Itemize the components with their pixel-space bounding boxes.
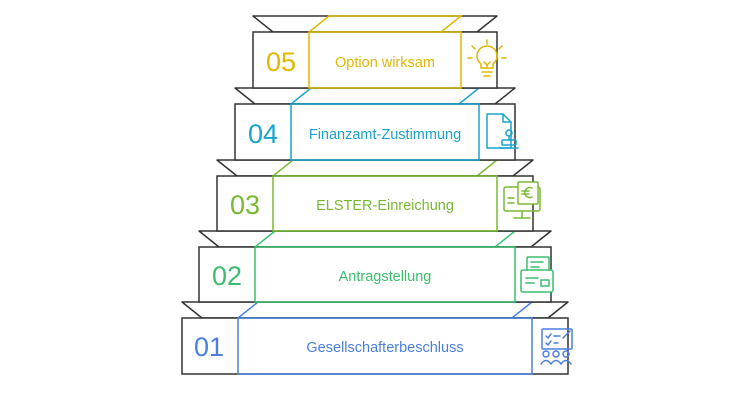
step-05-front-face [252,31,498,89]
step-label: Antragstellung [339,269,432,285]
lightbulb-icon [467,39,507,77]
step-number: 01 [194,332,224,362]
step-04-center-panel [290,103,480,161]
team-checklist-icon [540,328,573,365]
step-01-center-panel [237,317,533,375]
step-03-center-panel [272,175,498,232]
step-01: 01 Gesellschafterbeschluss [181,301,573,375]
application-form-icon [520,256,554,293]
step-02: 02 Antragstellung [198,230,554,303]
step-number: 02 [212,261,242,291]
euro-monitor-icon [503,181,541,219]
step-01-front-face [181,317,569,375]
step-number: 04 [248,119,278,149]
step-05-center-panel [308,31,462,89]
step-04-top-face [234,87,516,105]
step-label: ELSTER-Einreichung [316,198,454,214]
document-stamp-icon [486,113,519,149]
step-number: 05 [266,47,296,77]
step-label: Gesellschafterbeschluss [306,340,463,356]
step-label: Finanzamt-Zustimmung [309,127,461,143]
step-05-top-face [252,15,498,33]
step-05: 05 Option wirksam [252,15,507,89]
step-number: 03 [230,190,260,220]
step-03-top-face [216,159,534,177]
step-04: 04 Finanzamt-Zustimmung [234,87,519,161]
step-03: 03 ELSTER-Einreichung [216,159,541,232]
step-02-center-panel [254,246,516,303]
step-label: Option wirksam [335,55,435,71]
